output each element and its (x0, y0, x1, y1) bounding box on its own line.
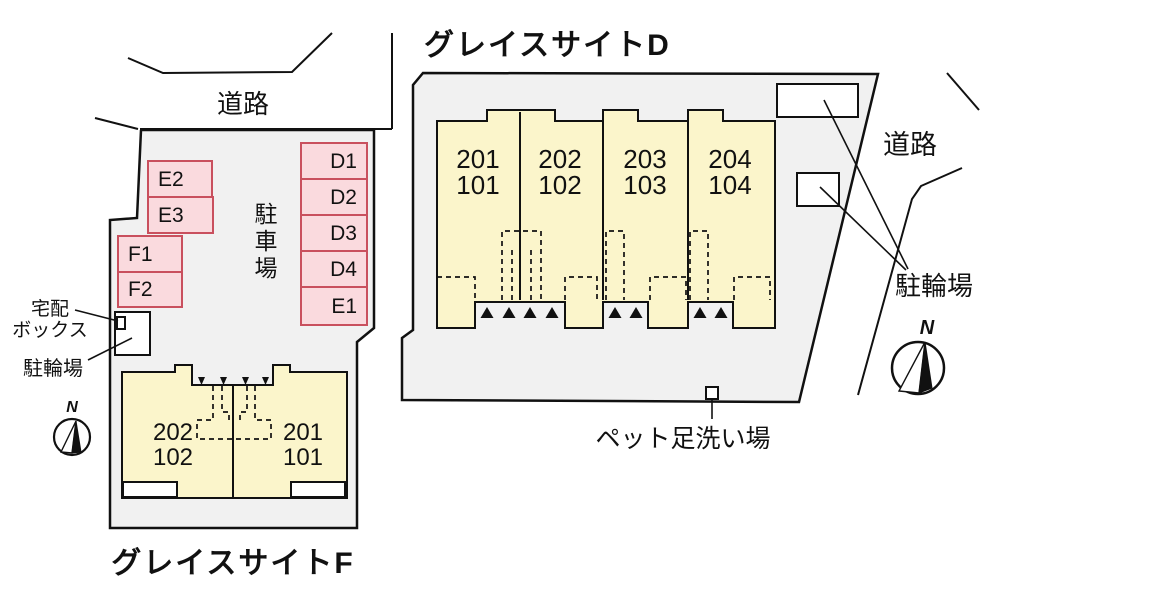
unit-label-d-204-104: 204 104 (692, 146, 768, 198)
unit-lower: 104 (708, 170, 752, 200)
entrance-marker (480, 307, 494, 318)
parking-stall-e1: E1 (300, 286, 368, 326)
delivery-box-label-line1: 宅配 (30, 299, 69, 320)
parking-stall-d4: D4 (300, 250, 368, 288)
north-label-d: N (919, 317, 935, 339)
unit-lower: 103 (623, 170, 667, 200)
entry-path-dashed (236, 386, 272, 440)
road-label-f: 道路 (216, 89, 269, 119)
entry-path-dashed (733, 276, 771, 300)
entry-path-dashed (605, 230, 625, 300)
boundary-segment-left (94, 117, 139, 130)
entry-path-dashed (564, 276, 598, 300)
unit-lower: 101 (282, 444, 324, 471)
site-f-building (121, 364, 348, 499)
unit-upper: 201 (282, 419, 324, 446)
parking-lot-label: 駐車場 (251, 202, 277, 283)
entrance-marker (629, 307, 643, 318)
leader-bicycle-d-2 (819, 186, 907, 271)
unit-label-d-201-101: 201 101 (440, 146, 516, 198)
site-d-bicycle-area-top (776, 83, 859, 118)
unit-upper: 202 (152, 419, 194, 446)
entry-path-dashed (649, 276, 687, 300)
parking-stall-d2: D2 (300, 178, 368, 216)
delivery-box-label-line2: ボックス (12, 320, 88, 341)
delivery-box (116, 316, 126, 330)
parking-stall-f1: F1 (117, 235, 183, 273)
unit-upper: 203 (623, 144, 667, 174)
parking-stall-f2: F2 (117, 271, 183, 308)
entry-path-dashed (689, 230, 709, 300)
site-f-porch-right (290, 481, 346, 498)
north-label-f: N (66, 399, 78, 416)
delivery-box-label: 宅配 ボックス (6, 299, 94, 341)
entrance-marker (242, 377, 249, 385)
parking-stall-d1: D1 (300, 142, 368, 180)
entrance-marker (502, 307, 516, 318)
compass-rose-f (52, 417, 92, 457)
entrance-marker (220, 377, 227, 385)
unit-label-f-201-101: 201 101 (272, 420, 334, 470)
unit-upper: 201 (456, 144, 500, 174)
road-edge-d-upper (946, 72, 980, 111)
bicycle-label-d: 駐輪場 (895, 271, 974, 301)
entry-path-dashed (239, 386, 248, 424)
entrance-marker (714, 307, 728, 318)
unit-lower: 102 (152, 444, 194, 471)
entry-path-dashed (437, 276, 476, 300)
site-f-porch-left (122, 481, 178, 498)
unit-label-d-203-103: 203 103 (607, 146, 683, 198)
unit-label-d-202-102: 202 102 (522, 146, 598, 198)
compass-rose-d (890, 340, 946, 396)
entrance-marker (608, 307, 622, 318)
unit-label-f-202-102: 202 102 (142, 420, 204, 470)
entrance-marker (693, 307, 707, 318)
leader-delivery-box (74, 309, 119, 322)
site-d-building (436, 109, 776, 329)
unit-upper: 202 (538, 144, 582, 174)
leader-bicycle-f (87, 337, 133, 361)
site-d-bicycle-area-lower (796, 172, 840, 207)
pet-wash-station (705, 386, 719, 400)
entrance-marker (523, 307, 537, 318)
bicycle-label-f: 駐輪場 (23, 358, 83, 380)
entrance-marker (262, 377, 269, 385)
road-edge-d-lower (857, 167, 963, 396)
entry-path-dashed (196, 386, 232, 440)
pet-wash-label: ペット足洗い場 (595, 425, 771, 453)
unit-upper: 204 (708, 144, 752, 174)
entrance-marker (545, 307, 559, 318)
unit-lower: 101 (456, 170, 500, 200)
leader-bicycle-d-1 (823, 99, 909, 270)
entrance-marker (198, 377, 205, 385)
parking-stall-e2: E2 (147, 160, 213, 198)
road-edge-top-left (127, 32, 333, 75)
site-f-title: グレイスサイトF (111, 547, 355, 580)
unit-lower: 102 (538, 170, 582, 200)
road-label-d: 道路 (883, 130, 937, 160)
parking-stall-d3: D3 (300, 214, 368, 252)
parking-stall-e3: E3 (147, 196, 214, 234)
site-d-title: グレイスサイトD (424, 29, 671, 62)
entry-path-dashed (221, 386, 230, 424)
